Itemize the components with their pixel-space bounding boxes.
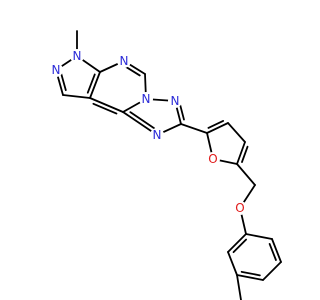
bond-C6a-C9a-second-line [92,102,118,115]
bond-A4-A5 [262,261,282,281]
atom-n_pyrimidine: N [117,54,131,68]
bond-C2t-CF2 [180,123,208,134]
bond-C9a-C3a-second-line [86,73,96,94]
atom-label-background [150,128,164,142]
atom-label-n_bridge: N [142,92,151,106]
bond-CF3-CF2-second-line [207,119,225,129]
atom-o_ether: O [233,201,247,215]
atom-o_furan: O [206,152,220,166]
atom-label-n_pyrimidine: N [120,54,129,68]
bond-N8-C9-second-line [60,71,67,92]
atom-n_methyl: N [70,49,84,63]
bond-CF5-CF4-second-line [241,145,249,163]
atom-label-o_furan: O [208,152,217,166]
bond-CF5-CF4 [236,141,246,165]
bond-CF5-CH2 [236,163,256,186]
bond-A5-A6 [271,238,282,263]
bond-C9a-C3a [89,71,101,99]
bond-A1-A2-second-line [232,238,248,254]
bond-A6-A1 [245,233,273,240]
bond-C6a-C9a [89,97,124,113]
bond-A3-Me2 [236,274,242,300]
atom-label-background [49,63,63,77]
bond-A5-A6-second-line [268,243,277,261]
bond-N1t-C2t-second-line [178,102,185,121]
bond-N3t-C6a-second-line [129,111,156,130]
bond-A3-A4 [236,274,264,281]
bond-CF4-CF3 [227,122,246,143]
atom-label-background [117,54,131,68]
atom-label-background [206,152,220,166]
atom-n_pyrazole: N [49,63,63,77]
atom-label-background [233,201,247,215]
atom-label-n_triazole_bottom: N [153,128,162,142]
atom-label-n_pyrazole: N [52,63,61,77]
atom-label-background [70,49,84,63]
bond-A1-A2 [227,233,247,253]
bond-CF3-CF2 [206,122,229,134]
bond-A2-A3 [227,251,238,276]
atom-label-o_ether: O [235,201,244,215]
atom-n_bridge: N [139,92,153,106]
bond-A3-A4-second-line [240,270,261,277]
atom-label-background [139,92,153,106]
bond-C9-C9a [62,94,91,99]
atom-label-n_triazole_top: N [171,94,180,108]
atom-label-background [168,94,182,108]
atom-n_triazole_bottom: N [150,128,164,142]
atom-label-n_methyl: N [73,49,82,63]
atom-n_triazole_top: N [168,94,182,108]
bond-N4-C5-second-line [124,65,141,77]
bond-layer [55,30,282,300]
